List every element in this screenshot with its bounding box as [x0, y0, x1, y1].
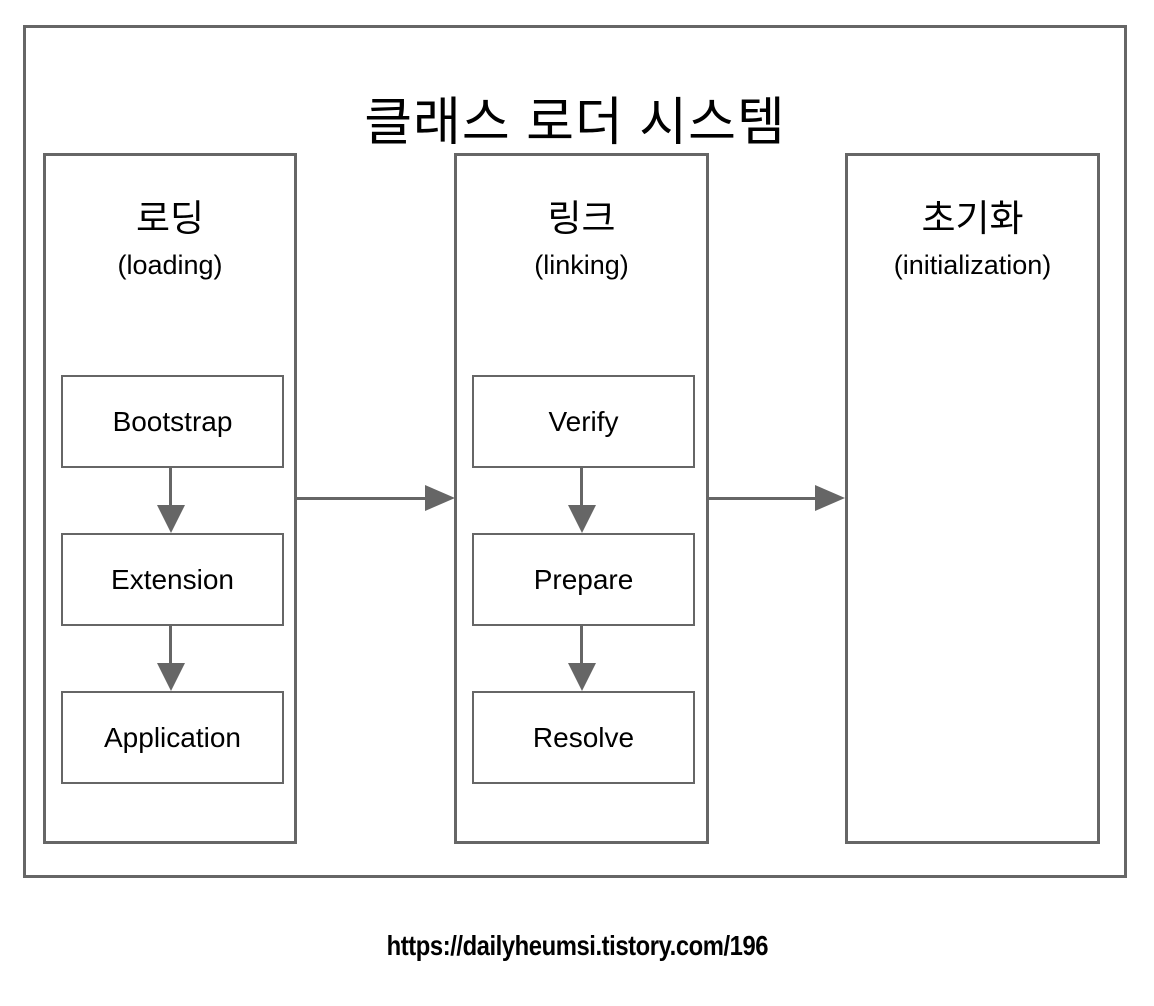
column-loading-title-en: (loading) [117, 250, 223, 280]
down-arrow-icon [580, 468, 583, 508]
right-arrow-icon [297, 497, 426, 500]
node-verify: Verify [472, 375, 695, 468]
down-arrow-icon [157, 663, 185, 691]
right-arrow-icon [709, 497, 816, 500]
column-initialization-title-ko: 초기화 [921, 198, 1024, 239]
down-arrow-icon [580, 626, 583, 666]
down-arrow-icon [169, 468, 172, 508]
column-linking-title-ko: 링크 [547, 198, 616, 239]
diagram-title: 클래스 로더 시스템 [364, 94, 786, 152]
right-arrow-icon [425, 485, 455, 511]
column-initialization-title-en: (initialization) [893, 250, 1052, 280]
footer-source-url-text: https://dailyheumsi.tistory.com/196 [386, 930, 768, 961]
down-arrow-icon [568, 505, 596, 533]
right-arrow-icon [815, 485, 845, 511]
node-prepare: Prepare [472, 533, 695, 626]
column-linking: 링크 (linking) Verify Prepare Resolve [454, 153, 709, 844]
column-loading-title-ko: 로딩 [135, 198, 205, 239]
node-extension: Extension [61, 533, 284, 626]
node-resolve: Resolve [472, 691, 695, 784]
footer-source-url: https://dailyheumsi.tistory.com/196 [0, 930, 1154, 962]
down-arrow-icon [169, 626, 172, 666]
node-bootstrap: Bootstrap [61, 375, 284, 468]
column-initialization: 초기화 (initialization) [845, 153, 1100, 844]
column-linking-title-en: (linking) [534, 250, 629, 280]
node-application: Application [61, 691, 284, 784]
down-arrow-icon [157, 505, 185, 533]
column-loading: 로딩 (loading) Bootstrap Extension Applica… [43, 153, 297, 844]
down-arrow-icon [568, 663, 596, 691]
